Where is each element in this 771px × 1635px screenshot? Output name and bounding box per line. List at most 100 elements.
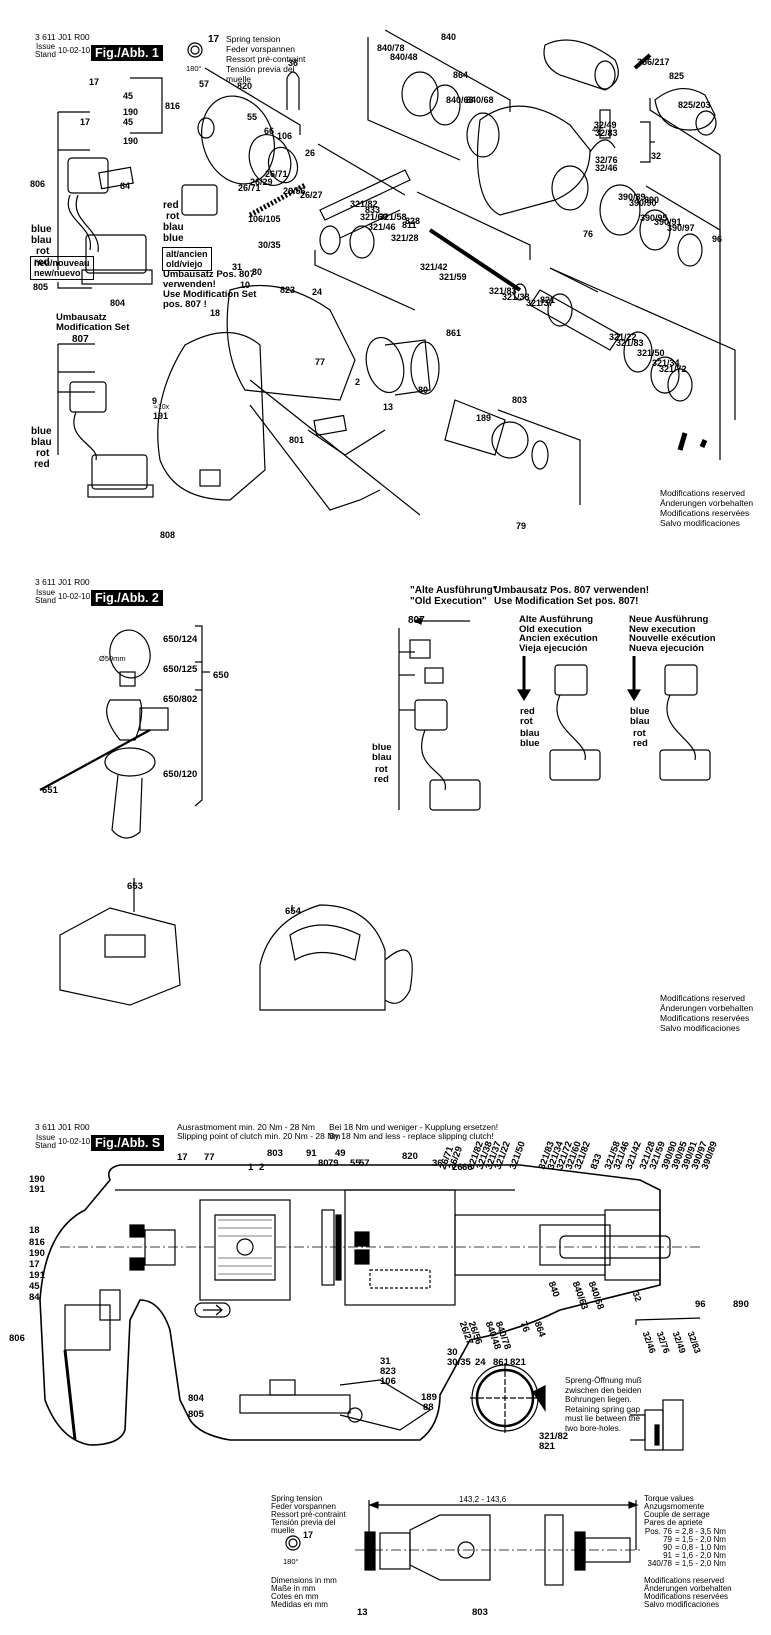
- fig1-part-label: 840: [441, 32, 457, 42]
- gear-housing-cover-811: [476, 105, 591, 216]
- fig1-part-label: 808: [160, 530, 176, 540]
- fig1-part-label: 801: [289, 435, 305, 445]
- figS-left-part-label: 84: [29, 1292, 40, 1303]
- fig2-part-label: 650: [213, 670, 229, 681]
- fig1-part-label: 823: [280, 285, 296, 295]
- tool-holder: [604, 1209, 661, 1281]
- figS-left-part-label: 191: [29, 1184, 45, 1195]
- figS-bottom-part-label: 804: [188, 1393, 204, 1404]
- fig1-part-label: 30/35: [258, 240, 281, 250]
- fig1-part-label: 191: [153, 411, 169, 421]
- fig1-title: Fig./Abb. 1: [91, 45, 163, 61]
- figS-armature-part-label: 13: [357, 1607, 368, 1618]
- fig1-part-label: 96: [712, 234, 723, 244]
- fig1-part-label: 820: [237, 81, 253, 91]
- fig1-mod-set-part: 807: [72, 334, 89, 345]
- fig1-part-label: 804: [110, 298, 126, 308]
- fig1-part-label: 390/91: [654, 217, 682, 227]
- fig1-part-label: 10: [240, 280, 251, 290]
- torque-value: = 1,5 - 2,0 Nm: [675, 1535, 726, 1544]
- fig1-part-label: 189: [476, 413, 492, 423]
- fig1-part-label: 32: [651, 151, 662, 161]
- commutator: [144, 1229, 176, 1266]
- armature-dimension: 143,2 - 143,6: [459, 1495, 507, 1504]
- fig1-part-label: 17: [80, 117, 91, 127]
- fig1-part-label: 76: [583, 229, 594, 239]
- fig1-part-label: 803: [512, 395, 528, 405]
- retaining-spring-detail: [475, 1368, 535, 1428]
- issue-date: 10-02-10: [58, 1137, 91, 1146]
- doc-code: 3 611 J01 R00: [35, 1122, 90, 1132]
- fig1-part-label: 55: [247, 112, 258, 122]
- replace-note-en: By 18 Nm and less - replace slipping clu…: [329, 1131, 494, 1141]
- fig2-diameter: Ø50mm: [99, 654, 126, 663]
- figS-top-part-label: 91: [306, 1148, 317, 1159]
- torque-row: Pos. 76= 2,8 - 3,5 Nm: [644, 1528, 726, 1536]
- armature-803: [409, 1514, 491, 1581]
- fig1-part-label: 32/83: [595, 128, 618, 138]
- issue-date: 10-02-10: [58, 592, 91, 601]
- fig1-part-label: 57: [199, 79, 210, 89]
- figS-bottom-part-label: 805: [188, 1409, 204, 1420]
- figS-bottom-part-label: 890: [733, 1299, 749, 1310]
- fig1-part-label: 45: [123, 91, 134, 101]
- fig1-part-label: 840/78: [377, 43, 405, 53]
- fig1-part-label: 321/83: [489, 286, 517, 296]
- fig1-part-label: 13: [383, 402, 394, 412]
- stand-label: Stand: [35, 50, 56, 59]
- figS-bottom-part-label: 823: [380, 1366, 396, 1377]
- housing-shell-10: [226, 284, 356, 401]
- fig2-header-en-label: "Old Execution": [410, 596, 487, 607]
- issue-label: Issue: [36, 588, 56, 597]
- fig2-title: Fig./Abb. 2: [91, 590, 163, 606]
- fig1-part-label: 321/42: [420, 262, 448, 272]
- dust-cup-650-124: [109, 629, 151, 679]
- fig1-part-label: 321/22: [609, 332, 637, 342]
- fig1-part-label: 190: [123, 136, 139, 146]
- figS-top-part-label: 1: [248, 1162, 254, 1173]
- motor-field: [199, 1199, 291, 1301]
- clutch-note-de: Ausrastmoment min. 20 Nm - 28 Nm: [177, 1122, 315, 1132]
- figS-left-part-label: 806: [9, 1333, 25, 1344]
- fig1-part-label: 805: [33, 282, 49, 292]
- tool-housing-outline: [39, 1164, 661, 1446]
- fig1-part-label: 106/105: [248, 214, 281, 224]
- figS-angle: 180°: [283, 1557, 299, 1566]
- figS-rot-part-label: 66: [462, 1162, 473, 1173]
- fig1-part-label: 45: [123, 117, 134, 127]
- fig1-spring-part: 17: [208, 34, 220, 45]
- fig1-part-label: 321/34: [652, 358, 680, 368]
- issue-label: Issue: [36, 42, 56, 51]
- fig1-part-label: 861: [446, 328, 462, 338]
- bearing-13: [364, 1531, 376, 1571]
- electronics-804: [239, 1394, 351, 1414]
- fig2-accessories-view: [39, 617, 711, 1011]
- fig2-header-de-label: "Alte Ausführung": [410, 585, 498, 596]
- figS-top-part-label: 79: [328, 1158, 339, 1169]
- fig1-part-label: 26/29: [250, 177, 273, 187]
- torque-pos: 79: [663, 1535, 672, 1544]
- torque-value: = 1,6 - 2,0 Nm: [675, 1551, 726, 1560]
- fig1-part-label: 321/37: [526, 298, 554, 308]
- figS-top-part-label: 77: [204, 1152, 215, 1163]
- electronics-module: [85, 234, 147, 274]
- fig1-part-label: 26/27: [300, 190, 323, 200]
- figS-rot-part-label: 26: [452, 1162, 463, 1173]
- fig1-part-label: 356/217: [637, 57, 670, 67]
- figS-top-part-label: 49: [335, 1148, 346, 1159]
- fig1-part-label: 321/28: [391, 233, 419, 243]
- fig1-part-label: 321/72: [659, 364, 687, 374]
- figS-top-part-label: 80: [318, 1158, 329, 1169]
- figS-spring-gap-part-label: 821: [539, 1441, 555, 1452]
- fig1-part-label: 9: [152, 396, 158, 406]
- fig1-part-label: 190: [123, 107, 139, 117]
- fig1-part-label: 26: [305, 148, 316, 158]
- fig1-part-label: 18: [210, 308, 221, 318]
